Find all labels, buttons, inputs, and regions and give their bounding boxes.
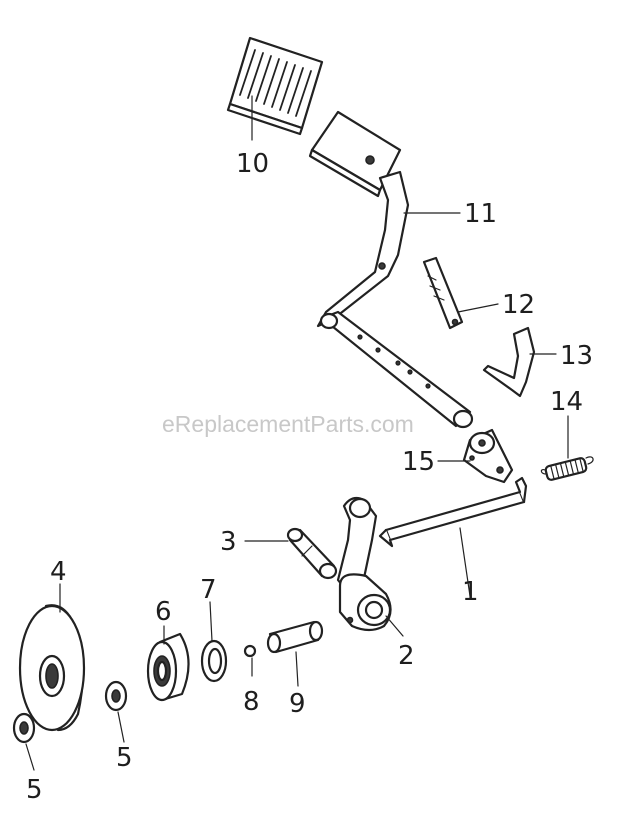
callout-10: 11 [464, 199, 497, 229]
sleeve-part[interactable] [266, 620, 324, 654]
callout-13: 15 [402, 447, 435, 477]
callout-8: 8 [243, 687, 260, 717]
lever-plate-part[interactable] [462, 428, 514, 484]
callout-labels: 10 11 12 13 14 15 1 2 3 4 5 5 6 7 8 9 [26, 149, 593, 805]
pulley-part[interactable] [18, 604, 86, 732]
callout-6: 6 [155, 597, 172, 627]
callout-12: 10 [236, 149, 269, 179]
callout-14: 13 [560, 341, 593, 371]
callout-5-left: 5 [26, 775, 43, 805]
return-spring-part[interactable] [540, 456, 594, 481]
callout-4: 4 [50, 557, 67, 587]
watermark-text: eReplacementParts.com [162, 411, 414, 437]
brake-rod-part[interactable] [378, 476, 528, 548]
spring-clip-part[interactable] [482, 326, 536, 398]
bracket-part[interactable] [422, 256, 464, 330]
spacer-washer-part-a[interactable] [104, 680, 128, 712]
callout-5-right: 5 [116, 743, 133, 773]
ball-part[interactable] [243, 644, 257, 658]
callout-15: 14 [550, 387, 583, 417]
pin-part[interactable] [286, 527, 338, 580]
pedal-pad-part[interactable] [226, 36, 324, 136]
bearing-part[interactable] [146, 632, 190, 702]
callout-11: 12 [502, 290, 535, 320]
callout-9: 9 [289, 689, 306, 719]
brake-lever-part[interactable] [336, 496, 392, 632]
callout-3: 3 [220, 527, 237, 557]
leader-lines [25, 95, 569, 771]
callout-2: 2 [398, 641, 415, 671]
callout-7: 7 [200, 575, 217, 605]
spacer-washer-part-b[interactable] [12, 712, 36, 744]
washer-part[interactable] [200, 639, 228, 683]
brake-pedal-arm-part[interactable] [308, 110, 474, 429]
callout-1: 1 [462, 577, 479, 607]
